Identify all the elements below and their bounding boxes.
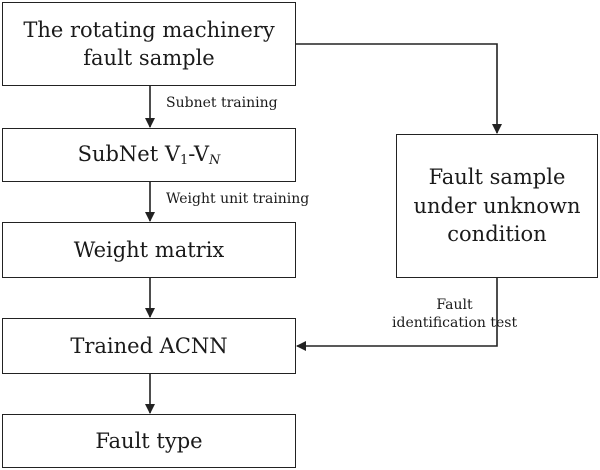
node-unknown-line3: condition [447, 222, 547, 247]
node-trained-acnn: Trained ACNN [2, 318, 296, 374]
edge-unknown-to-acnn [296, 278, 498, 351]
edge-label-weight-unit-training: Weight unit training [166, 191, 310, 207]
node-fault-sample-unknown-condition: Fault sample under unknown condition [396, 134, 598, 278]
node-weight-matrix-label: Weight matrix [73, 237, 225, 262]
node-weight-matrix: Weight matrix [2, 222, 296, 278]
subnet-dash: -V [188, 142, 210, 167]
subnet-main: SubNet V [77, 142, 181, 167]
edge-label-fault-line2: identification test [392, 315, 518, 332]
edge-label-fault-identification-test: Fault identification test [392, 296, 517, 332]
node-sample-line1: The rotating machinery [23, 17, 275, 42]
node-subnet-label: SubNet V1-VN [78, 140, 221, 170]
edge-label-subnet-training: Subnet training [166, 95, 278, 111]
edge-sample-to-unknown [296, 43, 502, 134]
subnet-sub-1: 1 [180, 153, 189, 169]
node-sample-line2: fault sample [83, 46, 215, 70]
node-subnet: SubNet V1-VN [2, 128, 296, 182]
edge-label-fault-line1: Fault [436, 297, 473, 313]
node-fault-type-label: Fault type [95, 428, 203, 453]
node-fault-type: Fault type [2, 414, 296, 468]
node-trained-acnn-label: Trained ACNN [70, 333, 228, 358]
subnet-sub-n: N [209, 153, 221, 169]
node-unknown-line2: under unknown [413, 193, 581, 218]
node-unknown-line1: Fault sample [428, 165, 566, 190]
node-rotating-machinery-fault-sample: The rotating machinery fault sample [2, 2, 296, 86]
